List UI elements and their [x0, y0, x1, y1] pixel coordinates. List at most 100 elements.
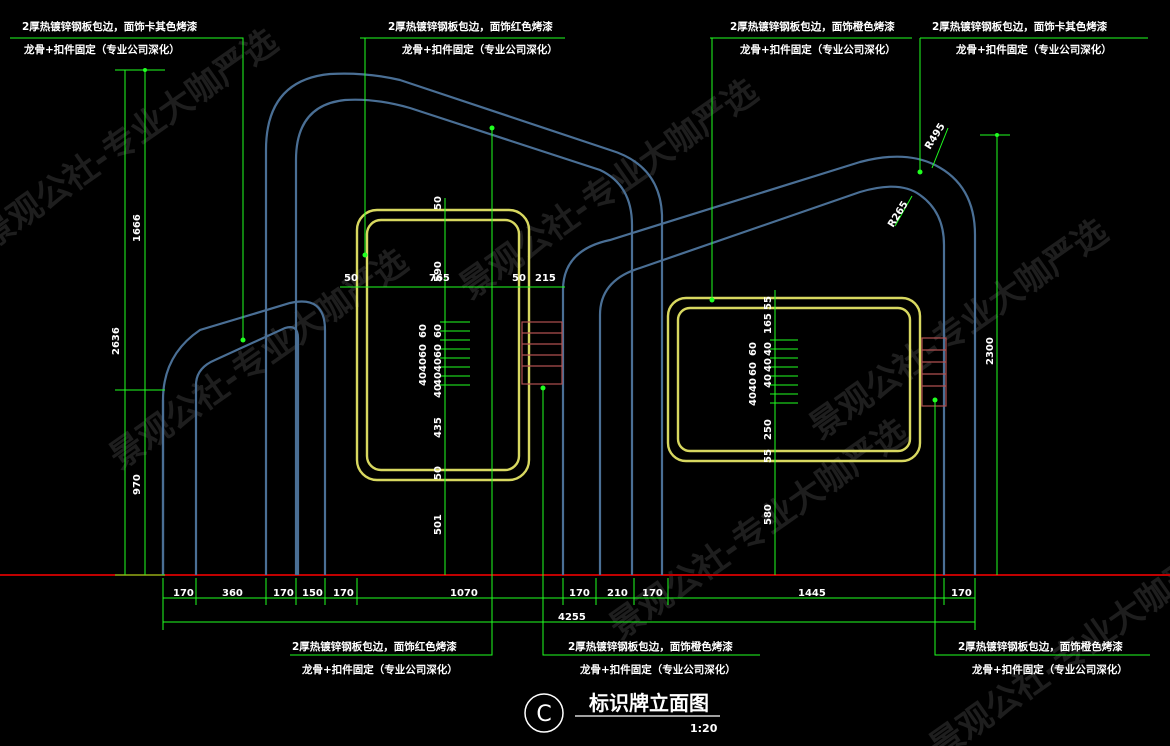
dim-lower-height: 970 — [132, 474, 143, 495]
dim-panel-top: 50 — [433, 196, 444, 210]
frame-right-outer — [561, 155, 977, 575]
panel-left-inner — [365, 218, 521, 472]
bracket-left — [521, 321, 563, 385]
leader-dots — [143, 68, 999, 403]
dim-170: 170 — [569, 588, 590, 599]
dim-150: 150 — [302, 588, 323, 599]
callout-line2: 龙骨+扣件固定（专业公司深化） — [579, 663, 736, 676]
dim-210: 210 — [607, 588, 628, 599]
dim-overall-height: 2636 — [111, 327, 122, 355]
dim-right-height: 2300 — [985, 337, 996, 365]
dim-panel-middle: 435 — [433, 417, 444, 438]
title-block: C 标识牌立面图 1:20 — [524, 691, 720, 735]
dim-side-right: 50 — [512, 273, 526, 284]
leader-lines — [10, 37, 1150, 656]
callout-line1: 2厚热镀锌钢板包边，面饰卡其色烤漆 — [932, 20, 1108, 33]
dim-panel-height: 590 — [433, 261, 444, 282]
callout-line2: 龙骨+扣件固定（专业公司深化） — [739, 43, 896, 56]
dim-360: 360 — [222, 588, 243, 599]
dim-170: 170 — [273, 588, 294, 599]
panel-left-dimensions: 50 50 765 50 215 590 60 60 40 40 60 60 4… — [344, 196, 556, 535]
bottom-dimensions: 170 360 170 150 170 1070 170 210 170 144… — [173, 588, 972, 623]
dim-stack: 40 — [433, 372, 444, 386]
drawing-scale: 1:20 — [690, 722, 718, 735]
callout-top-mid-left: 2厚热镀锌钢板包边，面饰红色烤漆 龙骨+扣件固定（专业公司深化） — [388, 20, 558, 56]
callout-line2: 龙骨+扣件固定（专业公司深化） — [955, 43, 1112, 56]
frame-tall-inner — [294, 98, 634, 575]
dim-panel-lower: 55 — [763, 449, 774, 463]
dim-overall-width: 4255 — [558, 612, 586, 623]
dim-stack: 40 — [748, 378, 759, 392]
dim-stack: 40 — [433, 358, 444, 372]
panel-left-outer — [355, 208, 531, 482]
callout-bottom-left: 2厚热镀锌钢板包边，面饰红色烤漆 龙骨+扣件固定（专业公司深化） — [292, 640, 458, 676]
drawing-title: 标识牌立面图 — [589, 691, 709, 715]
watermark-text: 景观公社-专业大咖严选 — [802, 211, 1115, 447]
panel-right-outer — [666, 296, 922, 463]
dim-stack: 40 — [748, 392, 759, 406]
dim-1445: 1445 — [798, 588, 826, 599]
watermark-text: 景观公社-专业大咖严选 — [452, 71, 765, 307]
steel-frame — [161, 72, 977, 575]
dim-panel-lower: 50 — [433, 466, 444, 480]
dim-side-left: 50 — [344, 273, 358, 284]
watermark-text: 景观公社-专业大咖严选 — [602, 411, 915, 647]
dim-stack: 60 — [418, 344, 429, 358]
callout-line1: 2厚热镀锌钢板包边，面饰红色烤漆 — [388, 20, 553, 33]
callout-line1: 2厚热镀锌钢板包边，面饰橙色烤漆 — [958, 640, 1123, 653]
callout-line1: 2厚热镀锌钢板包边，面饰橙色烤漆 — [568, 640, 733, 653]
dim-stack: 40 — [763, 358, 774, 372]
dim-stack: 40 — [418, 372, 429, 386]
callout-top-right: 2厚热镀锌钢板包边，面饰卡其色烤漆 龙骨+扣件固定（专业公司深化） — [932, 20, 1112, 56]
dim-stack: 60 — [748, 342, 759, 356]
panel-right-inner — [676, 306, 912, 453]
watermark-text: 景观公社-专业大咖严选 — [102, 241, 415, 477]
dim-stack: 60 — [418, 324, 429, 338]
callout-line2: 龙骨+扣件固定（专业公司深化） — [23, 43, 180, 56]
callout-line2: 龙骨+扣件固定（专业公司深化） — [971, 663, 1128, 676]
frame-left-small-outer — [161, 300, 327, 575]
dim-panel-base: 501 — [433, 514, 444, 535]
dim-stack: 40 — [433, 384, 444, 398]
dim-170: 170 — [642, 588, 663, 599]
dim-stack: 60 — [433, 324, 444, 338]
dim-upper-height: 1666 — [132, 214, 143, 242]
section-marker: C — [536, 702, 551, 727]
section-marker-circle — [524, 693, 564, 733]
callout-top-left: 2厚热镀锌钢板包边，面饰卡其色烤漆 龙骨+扣件固定（专业公司深化） — [22, 20, 198, 56]
dim-1070: 1070 — [450, 588, 478, 599]
dim-stack: 60 — [433, 344, 444, 358]
panel-right-dimensions: 55 165 40 40 40 60 60 40 40 250 55 580 — [748, 296, 774, 525]
dim-radius-outer: R495 — [923, 121, 947, 151]
sign-panels — [355, 208, 922, 482]
dim-stack: 40 — [763, 342, 774, 356]
frame-tall-outer — [264, 72, 664, 575]
dim-panel-top: 55 — [763, 296, 774, 310]
callout-bottom-right: 2厚热镀锌钢板包边，面饰橙色烤漆 龙骨+扣件固定（专业公司深化） — [958, 640, 1128, 676]
callout-line1: 2厚热镀锌钢板包边，面饰卡其色烤漆 — [22, 20, 198, 33]
dimension-lines — [115, 69, 1010, 630]
dim-170: 170 — [333, 588, 354, 599]
dim-170: 170 — [951, 588, 972, 599]
callout-top-mid-right: 2厚热镀锌钢板包边，面饰橙色烤漆 龙骨+扣件固定（专业公司深化） — [730, 20, 896, 56]
callout-line2: 龙骨+扣件固定（专业公司深化） — [301, 663, 458, 676]
dim-panel-base: 580 — [763, 504, 774, 525]
callout-bottom-mid: 2厚热镀锌钢板包边，面饰橙色烤漆 龙骨+扣件固定（专业公司深化） — [568, 640, 736, 676]
dim-panel-upper: 165 — [763, 313, 774, 334]
callout-line1: 2厚热镀锌钢板包边，面饰红色烤漆 — [292, 640, 457, 653]
watermark: 景观公社-专业大咖严选 景观公社-专业大咖严选 景观公社-专业大咖严选 景观公社… — [0, 21, 1170, 746]
dim-170: 170 — [173, 588, 194, 599]
dim-radius-inner: R265 — [886, 199, 910, 229]
vertical-dimensions: 2636 1666 970 2300 — [111, 214, 996, 495]
dim-offset-right: 215 — [535, 273, 556, 284]
watermark-text: 景观公社-专业大咖严选 — [922, 531, 1170, 746]
brackets — [521, 321, 947, 407]
callout-line1: 2厚热镀锌钢板包边，面饰橙色烤漆 — [730, 20, 895, 33]
dim-panel-width: 765 — [429, 273, 450, 284]
bracket-right — [921, 337, 947, 407]
callout-line2: 龙骨+扣件固定（专业公司深化） — [401, 43, 558, 56]
dim-stack: 40 — [763, 374, 774, 388]
dim-stack: 60 — [748, 362, 759, 376]
frame-left-small-inner — [194, 326, 300, 575]
